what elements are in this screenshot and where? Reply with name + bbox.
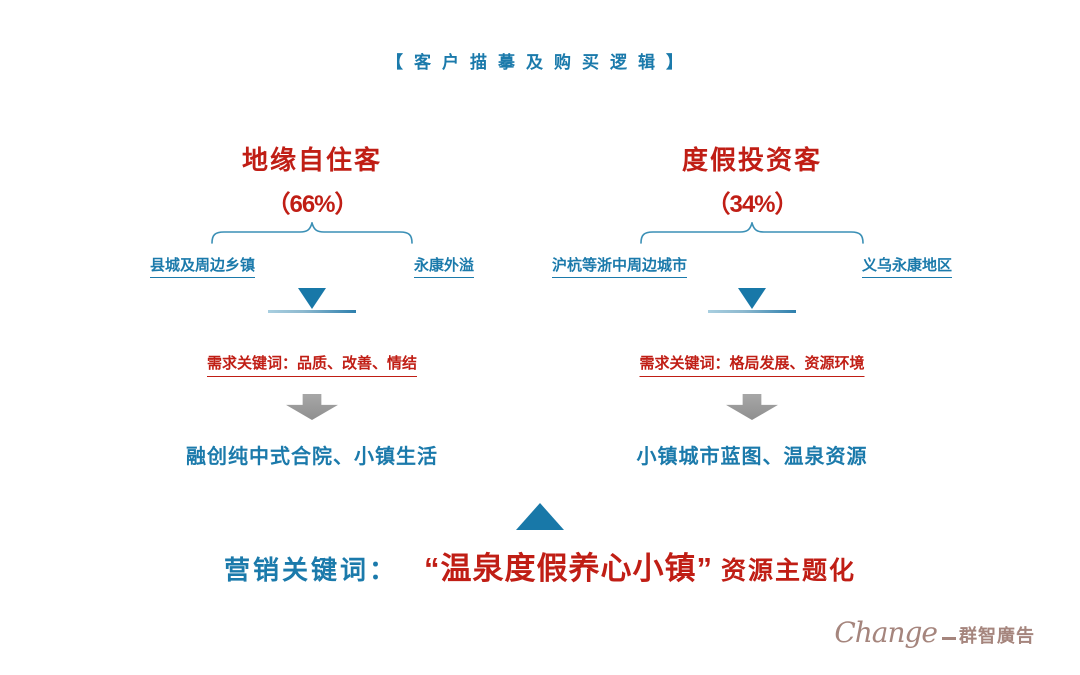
source-label-left: 县城及周边乡镇 [150,254,256,278]
triangle-up-icon [516,503,564,530]
triangle-down-icon [738,288,766,309]
segment-local-buyers: 地缘自住客 （66%） 县城及周边乡镇 永康外溢 需求关键词：品质、改善、情结 … [150,140,474,490]
page-title: 【客户描摹及购买逻辑】 [386,53,694,72]
marketing-keyword-line: 营销关键词： “温泉度假养心小镇” 资源主题化 [0,543,1080,588]
source-labels: 沪杭等浙中周边城市 义乌永康地区 [552,254,952,278]
arrow-down-icon [726,394,778,420]
segment-conclusion: 小镇城市蓝图、温泉资源 [636,446,868,468]
source-label-left: 沪杭等浙中周边城市 [552,254,688,278]
segment-resort-investors: 度假投资客 （34%） 沪杭等浙中周边城市 义乌永康地区 需求关键词：格局发展、… [552,140,952,490]
marketing-suffix: 资源主题化 [721,557,857,585]
source-labels: 县城及周边乡镇 永康外溢 [150,254,474,278]
marketing-highlight: “温泉度假养心小镇” [424,551,713,586]
brace-icon [640,222,864,244]
marketing-label: 营销关键词： [223,555,398,585]
arrow-down-icon [286,394,338,420]
segment-title: 地缘自住客 [241,145,382,175]
segment-conclusion: 融创纯中式合院、小镇生活 [186,446,438,468]
segment-percent: （34%） [706,191,798,218]
logo-agency-name: 群智廣告 [959,626,1035,646]
segment-title: 度假投资客 [681,145,822,175]
triangle-down-icon [298,288,326,309]
source-label-right: 永康外溢 [413,254,474,278]
agency-logo: Change 群智廣告 [834,618,1035,648]
funnel-line [268,310,356,313]
demand-keywords: 需求关键词：品质、改善、情结 [206,352,418,377]
brace-icon [211,222,413,244]
funnel-line [708,310,796,313]
logo-script-text: Change [834,616,938,649]
logo-dash [942,636,956,640]
segment-percent: （66%） [266,191,358,218]
demand-keywords: 需求关键词：格局发展、资源环境 [639,352,865,377]
source-label-right: 义乌永康地区 [861,254,952,278]
